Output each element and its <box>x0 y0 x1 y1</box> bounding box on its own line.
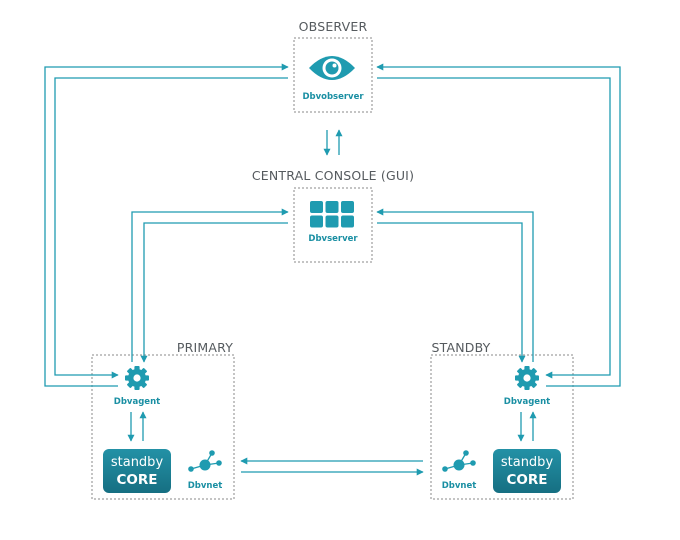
console-caption: CENTRAL CONSOLE (GUI) <box>252 168 414 183</box>
console-label: Dbvserver <box>308 234 358 244</box>
observer-to-primary-arrow <box>54 77 288 379</box>
primary-to-observer-arrow <box>44 63 289 387</box>
primary-to-console-arrow <box>131 208 289 362</box>
standby-caption: STANDBY <box>431 340 490 355</box>
network-nodes-icon <box>442 450 476 472</box>
observer-node: OBSERVER Dbvobserver <box>293 19 373 113</box>
network-nodes-icon <box>188 450 222 472</box>
observer-to-standby-arrow <box>377 77 611 379</box>
eye-icon <box>309 56 355 80</box>
observer-label: Dbvobserver <box>302 92 364 102</box>
console-to-primary-arrow <box>140 222 288 363</box>
svg-text:standby: standby <box>501 455 554 470</box>
standby-net-label: Dbvnet <box>442 481 477 491</box>
svg-text:CORE: CORE <box>506 472 547 488</box>
standby-agent-label: Dbvagent <box>504 397 550 407</box>
connectors <box>44 63 621 476</box>
standby-to-console-arrow <box>376 208 534 362</box>
standby-to-observer-arrow <box>376 63 621 387</box>
console-node: CENTRAL CONSOLE (GUI) Dbvserver <box>252 168 414 263</box>
standby-node: STANDBY Dbvagent standby CORE <box>430 340 574 500</box>
primary-agent-label: Dbvagent <box>114 397 160 407</box>
standby-core-logo: standby CORE <box>103 449 171 493</box>
svg-text:standby: standby <box>111 455 164 470</box>
gear-icon <box>125 366 149 390</box>
standby-core-logo: standby CORE <box>493 449 561 493</box>
observer-caption: OBSERVER <box>299 19 368 34</box>
primary-box <box>91 354 235 500</box>
svg-text:CORE: CORE <box>116 472 157 488</box>
standby-box <box>430 354 574 500</box>
grid-icon <box>310 201 354 228</box>
primary-net-label: Dbvnet <box>188 481 223 491</box>
primary-caption: PRIMARY <box>177 340 233 355</box>
console-to-standby-arrow <box>377 222 526 363</box>
primary-node: PRIMARY Dbvagent standby CORE <box>91 340 235 500</box>
gear-icon <box>515 366 539 390</box>
